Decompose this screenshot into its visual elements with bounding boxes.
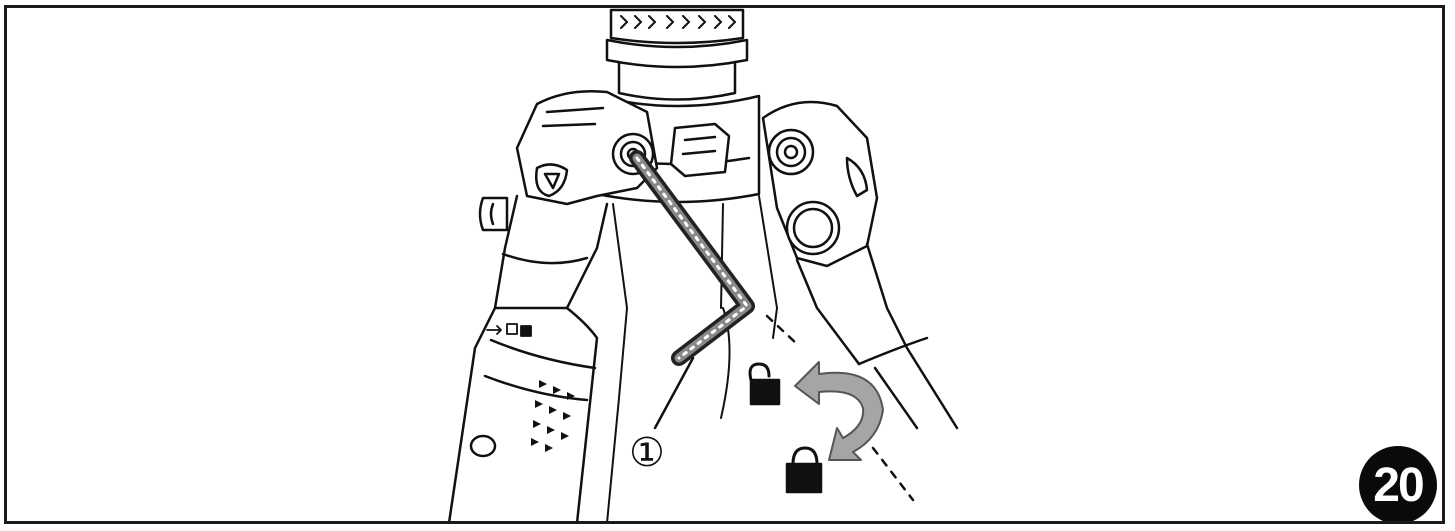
left-leg-side-knob — [478, 196, 509, 232]
allen-key-icon — [629, 150, 755, 366]
step-number-badge: 20 — [1359, 446, 1437, 521]
callout-leader-line — [653, 356, 695, 430]
dashed-guide-lines — [765, 314, 915, 502]
center-column — [606, 195, 778, 521]
padlock-closed-icon — [785, 446, 823, 494]
instruction-figure-frame: ① 20 — [4, 5, 1445, 524]
left-leg — [448, 194, 609, 521]
right-leg — [795, 242, 959, 430]
callout-number: ① — [629, 430, 665, 476]
knurled-column-ring — [605, 8, 749, 101]
leg-grip-texture — [531, 380, 575, 452]
leg-lock-symbol — [486, 323, 532, 337]
padlock-open-icon — [748, 362, 781, 406]
curved-arrow-icon — [794, 361, 884, 461]
right-leg-hinge — [761, 100, 879, 268]
left-leg-hinge — [515, 89, 659, 206]
tripod-illustration — [448, 8, 959, 521]
